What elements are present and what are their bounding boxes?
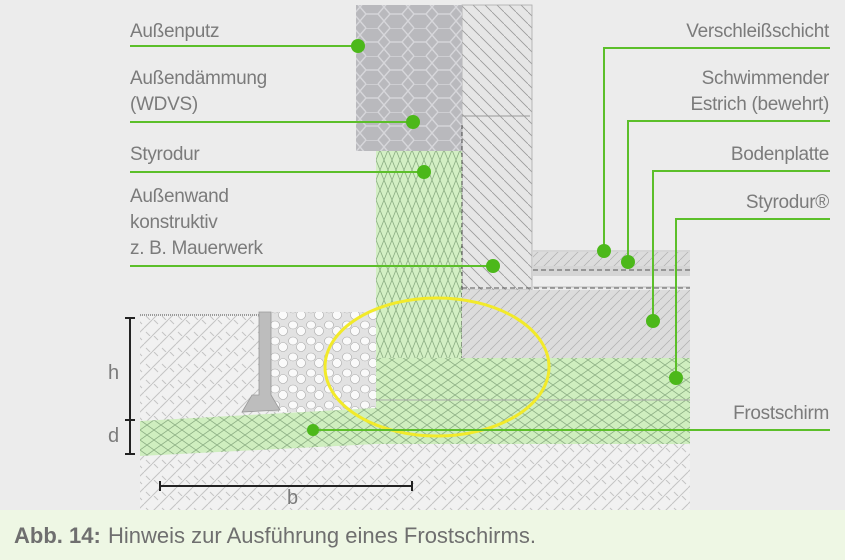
label-bodenplatte: Bodenplatte: [730, 144, 829, 165]
dimension-b: b: [287, 487, 299, 509]
label-verschleissschicht: Verschleißschicht: [686, 21, 829, 42]
label-aussenputz: Außenputz: [130, 21, 220, 42]
label-frostschirm: Frostschirm: [733, 403, 829, 424]
label-wdvs: (WDVS): [130, 94, 198, 115]
figure-caption: Abb. 14: Hinweis zur Ausführung eines Fr…: [0, 510, 845, 560]
label-schwimmender: Schwimmender: [701, 68, 830, 89]
caption-prefix: Abb. 14:: [14, 523, 101, 548]
leader-dot-wdvs: [406, 115, 420, 129]
label-styrodur-r: Styrodur®: [745, 192, 829, 213]
edge-post: [241, 311, 281, 413]
label-styrodur: Styrodur: [130, 144, 200, 165]
label-konstruktiv: konstruktiv: [130, 212, 218, 233]
wall-styrodur: [376, 151, 462, 360]
leader-dot-verschleiss: [597, 244, 611, 258]
leader-dot-bodenplatte: [646, 314, 660, 328]
dimension-d: d: [108, 425, 120, 447]
frost-shield: [140, 408, 376, 456]
highlight-circle: [323, 296, 551, 438]
exterior-insulation-wdvs: [356, 5, 462, 151]
leader-dot-aussenwand: [486, 259, 500, 273]
label-aussendaemmung: Außendämmung: [130, 68, 267, 89]
leader-dot-estrich: [621, 255, 635, 269]
gravel-fill: [270, 312, 376, 412]
label-aussenwand: Außenwand: [130, 186, 229, 207]
leader-lines: [130, 45, 830, 431]
leader-dot-styrodur-slab: [669, 371, 683, 385]
label-estrich: Estrich (bewehrt): [690, 94, 830, 115]
exterior-wall: [461, 4, 533, 291]
dimension-lines: [125, 317, 413, 491]
leader-dot-styrodur: [417, 165, 431, 179]
caption-text: Hinweis zur Ausführung eines Frostschirm…: [108, 523, 536, 548]
dimension-h: h: [108, 362, 120, 384]
label-mauerwerk: z. B. Mauerwerk: [130, 238, 263, 259]
leader-dot-frostschirm: [307, 424, 319, 436]
leader-dot-aussenputz: [351, 39, 365, 53]
